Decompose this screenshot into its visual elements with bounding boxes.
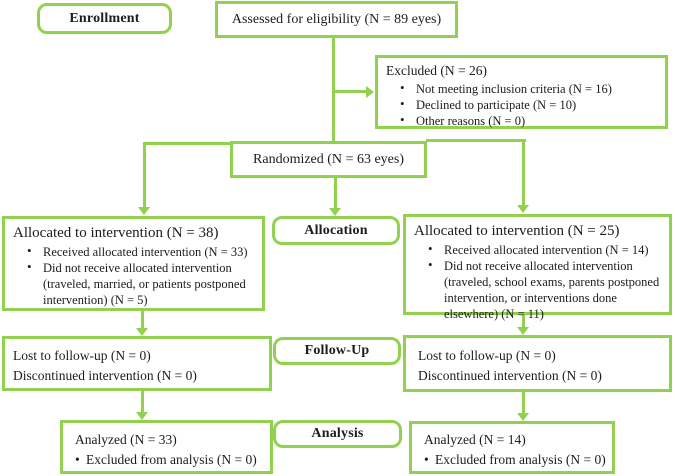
allocation-right-title: Allocated to intervention (N = 25) [414, 223, 620, 239]
allocation-right-box: Allocated to intervention (N = 25) Recei… [403, 214, 672, 321]
followup-left-box: Lost to follow-up (N = 0) Discontinued i… [2, 336, 272, 391]
followup-left-line: Discontinued intervention (N = 0) [13, 367, 197, 383]
followup-left-line: Lost to follow-up (N = 0) [13, 348, 151, 363]
arrowhead-alloc-right [517, 205, 529, 213]
connector-followupright-to-analysisright [522, 392, 525, 414]
excluded-bullet: Not meeting inclusion criteria (N = 16) [386, 80, 659, 97]
allocation-left-bullet-list: Received allocated intervention (N = 33)… [13, 243, 256, 308]
connector-randomized-right-v [522, 139, 525, 206]
arrowhead-analysis-right [517, 413, 529, 421]
connector-randomized-right-h [426, 139, 526, 142]
stage-label-allocation: Allocation [272, 216, 400, 245]
allocation-right-bullet-list: Received allocated intervention (N = 14)… [414, 241, 663, 322]
arrowhead-allocation-label [329, 208, 341, 216]
allocation-left-bullet: Received allocated intervention (N = 33) [13, 243, 256, 260]
connector-randomized-to-allocation-label [334, 178, 337, 209]
arrowhead-alloc-left [138, 207, 150, 215]
excluded-bullet: Declined to participate (N = 10) [386, 96, 659, 113]
allocation-left-title: Allocated to intervention (N = 38) [13, 225, 219, 241]
connector-to-excluded [332, 90, 366, 93]
connector-randomized-left-v [143, 142, 146, 208]
arrowhead-excluded [366, 86, 374, 98]
allocation-right-bullet: Received allocated intervention (N = 14) [414, 241, 663, 258]
allocation-left-bullet: Did not receive allocated intervention (… [13, 259, 256, 308]
followup-right-line: Discontinued intervention (N = 0) [418, 367, 602, 383]
connector-allocleft-to-followupleft [141, 310, 144, 329]
arrowhead-followup-right [517, 327, 529, 335]
arrowhead-analysis-left [136, 412, 148, 420]
analysis-left-title: Analyzed (N = 33) [75, 432, 177, 447]
analysis-right-box: Analyzed (N = 14) Excluded from analysis… [409, 421, 615, 474]
allocation-right-bullet: Did not receive allocated intervention (… [414, 257, 663, 322]
analysis-left-bullet: Excluded from analysis (N = 0) [75, 450, 264, 470]
followup-right-line: Lost to follow-up (N = 0) [418, 348, 556, 363]
stage-label-followup: Follow-Up [273, 337, 401, 365]
connector-randomized-left-h [143, 142, 233, 145]
followup-right-box: Lost to follow-up (N = 0) Discontinued i… [403, 335, 672, 392]
excluded-bullet: Other reasons (N = 0) [386, 112, 659, 129]
analysis-right-title: Analyzed (N = 14) [424, 432, 526, 447]
analysis-left-box: Analyzed (N = 33) Excluded from analysis… [60, 420, 273, 474]
excluded-bullet-list: Not meeting inclusion criteria (N = 16) … [386, 80, 659, 129]
excluded-box: Excluded (N = 26) Not meeting inclusion … [375, 55, 668, 129]
arrowhead-followup-left [136, 328, 148, 336]
assessed-eligibility-box: Assessed for eligibility (N = 89 eyes) [215, 1, 458, 38]
stage-label-analysis: Analysis [273, 420, 402, 448]
allocation-left-box: Allocated to intervention (N = 38) Recei… [2, 216, 265, 311]
connector-followupleft-to-analysisleft [141, 391, 144, 413]
stage-label-enrollment: Enrollment [37, 3, 172, 34]
analysis-right-bullet: Excluded from analysis (N = 0) [424, 450, 606, 470]
randomized-box: Randomized (N = 63 eyes) [230, 141, 427, 178]
excluded-title: Excluded (N = 26) [386, 63, 487, 78]
